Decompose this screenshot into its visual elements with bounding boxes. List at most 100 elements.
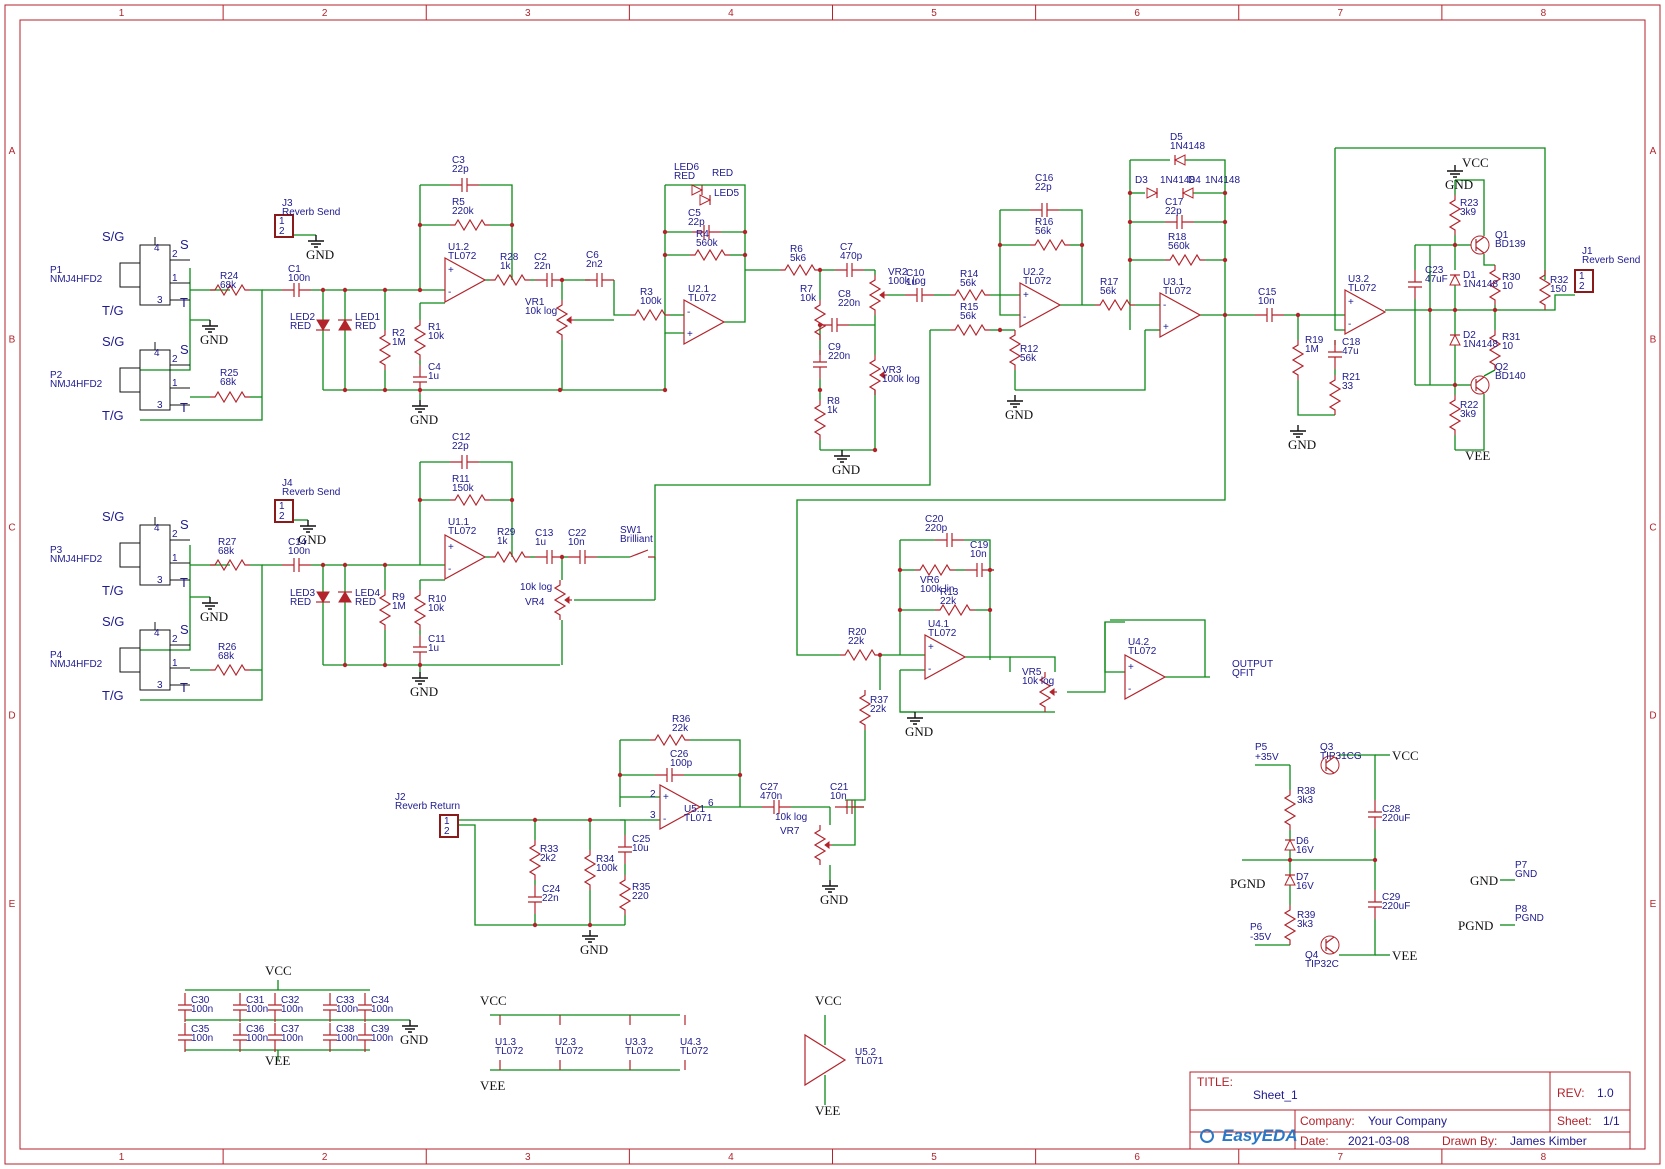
frame-row-label: B: [9, 334, 16, 345]
d6-value: 16V: [1296, 845, 1314, 856]
u42-value: TL072: [1128, 646, 1157, 657]
c30-ref: C30: [191, 995, 210, 1006]
capacitor-c37: [268, 1023, 282, 1052]
c38-ref: C38: [336, 1024, 355, 1035]
vcc-label: VCC: [1462, 155, 1489, 170]
wire: [560, 333, 666, 391]
resistor-r3: [630, 308, 670, 322]
jack-pin: 2: [172, 249, 178, 260]
cloud-icon: [1200, 1129, 1214, 1143]
frame-row-label: D: [8, 711, 15, 722]
vee-label: VEE: [265, 1053, 290, 1068]
capacitor-c26: [655, 768, 684, 782]
wire: [999, 210, 1020, 316]
r28-value: 1k: [500, 261, 512, 272]
u52-value: TL071: [855, 1056, 884, 1067]
r25-ref: R25: [220, 368, 239, 379]
connector-j1: [1574, 269, 1594, 293]
d1-value: 1N4148: [1463, 279, 1498, 290]
r39-value: 3k3: [1297, 919, 1314, 930]
d5-ref: D5: [1170, 132, 1183, 143]
jack-t-label: T: [180, 295, 188, 310]
q2-value: BD140: [1495, 371, 1526, 382]
c23-ref: C23: [1425, 265, 1444, 276]
j1-ref: J1: [1582, 246, 1593, 257]
u13-ref: U1.3: [495, 1037, 517, 1048]
gnd-label: GND: [200, 332, 228, 347]
resistor-r27: [210, 558, 250, 572]
frame-col-label: 5: [931, 1152, 937, 1163]
r2-ref: R2: [392, 328, 405, 339]
resistor-r2: [378, 330, 392, 370]
resistor-r15: [950, 323, 990, 337]
u12-pin-a: +: [448, 265, 454, 276]
title-value: Sheet_1: [1253, 1088, 1298, 1102]
r29-ref: R29: [497, 527, 516, 538]
c15-ref: C15: [1258, 287, 1277, 298]
led-led2: [316, 319, 330, 331]
wire: [1010, 656, 1056, 672]
sheet-value: 1/1: [1603, 1114, 1620, 1128]
jack-pin: 4: [154, 243, 160, 254]
junction-dot: [587, 922, 593, 928]
vee-label: VEE: [480, 1078, 505, 1093]
vr1-ref: VR1: [525, 297, 545, 308]
capacitor-c1: [282, 283, 311, 297]
j3-ref: J3: [282, 198, 293, 209]
u11-ref: U1.1: [448, 517, 470, 528]
junction-dot: [1295, 312, 1301, 318]
d5-value: 1N4148: [1170, 141, 1205, 152]
c3-value: 22p: [452, 164, 469, 175]
r21-ref: R21: [1342, 372, 1361, 383]
r27-ref: R27: [218, 537, 237, 548]
p8-value: PGND: [1515, 913, 1544, 924]
wire: [964, 539, 991, 660]
junction-dot: [897, 567, 903, 573]
led-led1: [338, 319, 352, 331]
diode-d7: [1284, 873, 1296, 886]
resistor-r32: [1538, 270, 1552, 310]
frame-col-label: 6: [1134, 1152, 1140, 1163]
diode-d5: [1173, 154, 1186, 166]
u51-pin-b: -: [663, 814, 666, 825]
connector-j2: [439, 814, 459, 838]
r16-value: 56k: [1035, 226, 1052, 237]
ground-icon: [300, 520, 316, 533]
junction-dot: [1452, 382, 1458, 388]
ground-icon: [402, 1020, 418, 1033]
capacitor-c8: [820, 318, 849, 332]
wire: [1455, 179, 1485, 236]
capacitor-c18: [1328, 340, 1342, 369]
date-value: 2021-03-08: [1348, 1134, 1410, 1148]
jack-sleeve: [119, 542, 140, 568]
c24-ref: C24: [542, 884, 561, 895]
rev-value: 1.0: [1597, 1086, 1614, 1100]
capacitor-c20: [935, 533, 964, 547]
c5-value: 22p: [688, 217, 705, 228]
c20-value: 220p: [925, 523, 948, 534]
c37-value: 100n: [281, 1033, 303, 1044]
transistor-q2: [1470, 375, 1490, 395]
r12-ref: R12: [1020, 344, 1039, 355]
r11-ref: R11: [452, 474, 470, 485]
ground-icon: [1290, 425, 1306, 438]
u43-value: TL072: [680, 1046, 709, 1057]
wire: [1483, 369, 1496, 377]
resistor-r7: [813, 300, 827, 340]
jack-tg-label: T/G: [102, 583, 124, 598]
jack-body: [139, 349, 171, 411]
resistor-r31: [1488, 330, 1502, 370]
r3-ref: R3: [640, 287, 653, 298]
vr1-value: 10k log: [525, 306, 557, 317]
junction-dot: [1427, 307, 1433, 313]
c6-value: 2n2: [586, 259, 603, 270]
resistor-r33: [528, 840, 542, 880]
gnd-label: GND: [580, 942, 608, 957]
r13-value: 22k: [940, 596, 957, 607]
gnd-label: GND: [820, 892, 848, 907]
j4-value: Reverb Send: [282, 487, 340, 498]
capacitor-c38: [323, 1023, 337, 1052]
junction-dot: [662, 387, 668, 393]
c2-ref: C2: [534, 252, 547, 263]
